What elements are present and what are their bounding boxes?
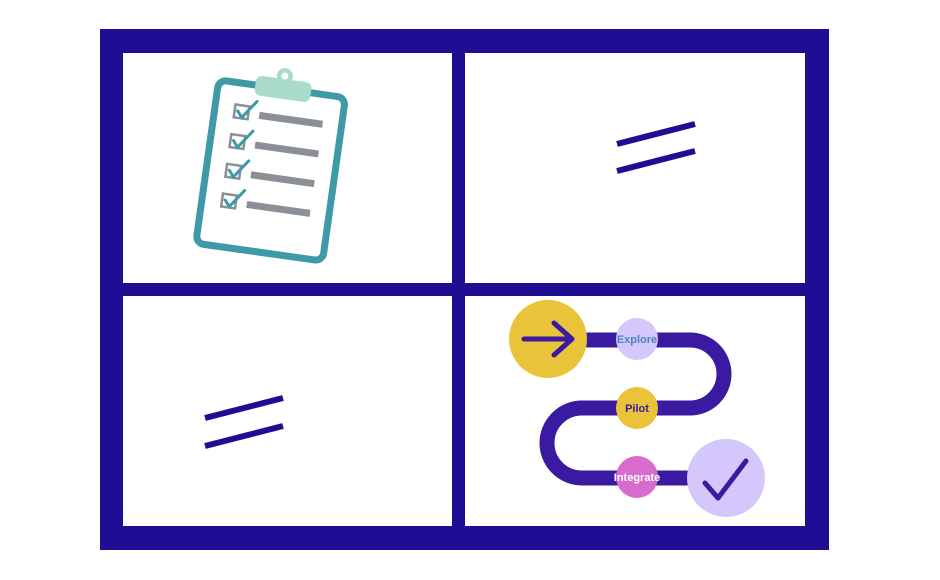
step-dot — [616, 387, 658, 429]
step-integrate: Integrate — [614, 456, 660, 498]
checkmark-icon — [702, 458, 749, 501]
checklist-item — [232, 99, 324, 128]
step-pilot: Pilot — [616, 387, 658, 429]
checklist-item — [228, 129, 319, 158]
equals-sign-icon — [616, 121, 696, 174]
panel-bottom-left — [123, 296, 452, 526]
finish-marker — [687, 439, 765, 517]
start-marker — [509, 300, 587, 378]
step-label: Explore — [617, 334, 657, 346]
clipboard-checklist-icon — [193, 68, 348, 264]
step-label: Pilot — [625, 403, 649, 415]
step-dot — [616, 318, 658, 360]
arrow-right-icon — [521, 320, 575, 358]
roadmap: Explore Pilot Integrate — [509, 300, 765, 517]
clip-icon — [254, 75, 312, 102]
equals-sign-icon — [204, 395, 284, 449]
step-dot — [616, 456, 658, 498]
checklist-item — [219, 189, 311, 217]
roadmap-path — [539, 332, 734, 486]
step-explore: Explore — [616, 318, 658, 360]
checklist-item — [223, 159, 315, 188]
step-label: Integrate — [614, 472, 660, 484]
